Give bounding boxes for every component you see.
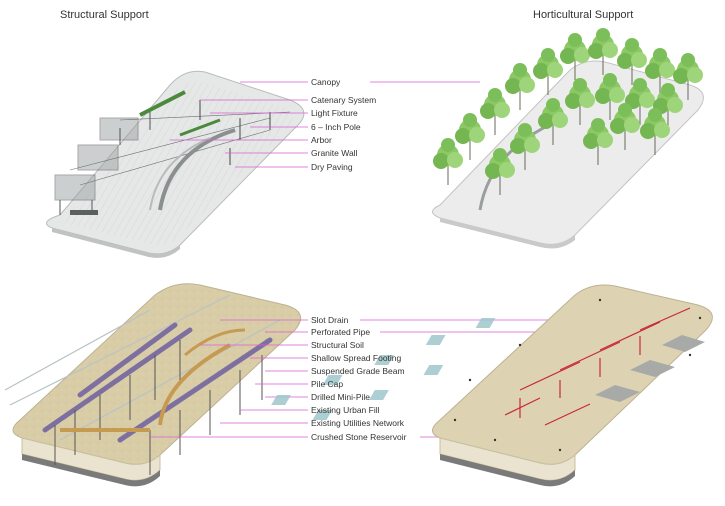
label-canopy: Canopy bbox=[311, 77, 341, 87]
structural-support-title: Structural Support bbox=[60, 9, 149, 21]
label-slot-drain: Slot Drain bbox=[311, 315, 349, 325]
label-crushed-stone-reservoir: Crushed Stone Reservoir bbox=[311, 432, 407, 442]
upper-leader-lines bbox=[170, 81, 480, 168]
horticultural-subsurface-section bbox=[271, 284, 713, 487]
label-dry-paving: Dry Paving bbox=[311, 162, 353, 172]
structural-surface-plan bbox=[46, 70, 305, 258]
label-perforated-pipe: Perforated Pipe bbox=[311, 327, 371, 337]
label-arbor: Arbor bbox=[311, 135, 332, 145]
label-pile-cap: Pile Cap bbox=[311, 379, 344, 389]
label-light-fixture: Light Fixture bbox=[311, 108, 358, 118]
label-existing-urban-fill: Existing Urban Fill bbox=[311, 405, 380, 415]
horticultural-support-title: Horticultural Support bbox=[533, 9, 634, 21]
label-existing-utilities-network: Existing Utilities Network bbox=[311, 418, 405, 428]
label-catenary-system: Catenary System bbox=[311, 95, 377, 105]
label-drilled-mini-pile: Drilled Mini-Pile bbox=[311, 392, 371, 402]
label-6-inch-pole: 6 – Inch Pole bbox=[311, 122, 361, 132]
label-structural-soil: Structural Soil bbox=[311, 340, 364, 350]
horticultural-surface-plan bbox=[432, 27, 704, 249]
label-suspended-grade-beam: Suspended Grade Beam bbox=[311, 366, 405, 376]
label-shallow-spread-footing: Shallow Spread Footing bbox=[311, 353, 402, 363]
label-granite-wall: Granite Wall bbox=[311, 148, 358, 158]
structural-subsurface-section bbox=[4, 283, 302, 487]
